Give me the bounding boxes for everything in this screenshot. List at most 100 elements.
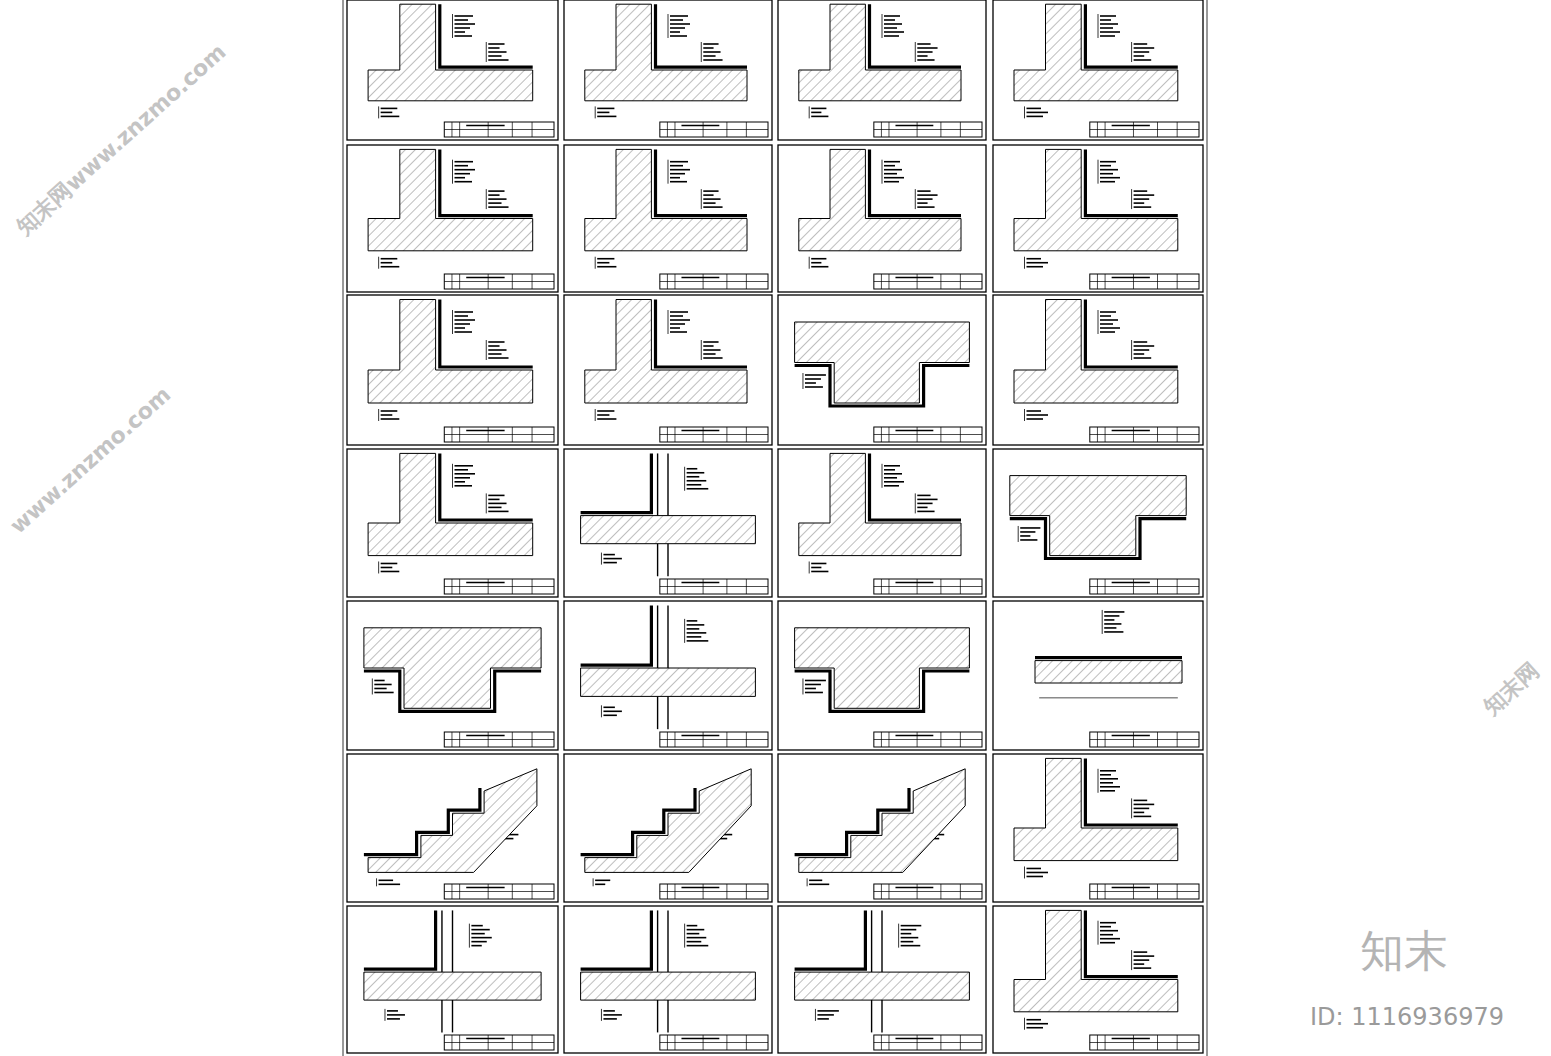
- title-mark: [1112, 735, 1150, 737]
- cad-line: [1105, 1035, 1106, 1050]
- cad-line: [444, 434, 554, 435]
- note-mark: [805, 684, 821, 686]
- cad-line: [444, 281, 554, 282]
- note-mark: [687, 480, 707, 482]
- waterproof-layer: [581, 453, 652, 512]
- cad-line: [1157, 274, 1158, 289]
- cad-line: [674, 579, 675, 594]
- title-mark: [895, 125, 933, 127]
- note-mark: [805, 382, 816, 384]
- detail-panel: [993, 754, 1203, 902]
- leader-line: [1024, 257, 1025, 269]
- note-mark: [917, 43, 930, 45]
- cad-line: [1177, 1035, 1178, 1050]
- note-mark: [1134, 808, 1150, 810]
- note-mark: [884, 481, 904, 483]
- note-mark: [455, 177, 466, 179]
- concrete-section: [799, 4, 961, 101]
- note-mark: [1100, 15, 1116, 17]
- note-mark: [597, 414, 609, 416]
- cad-line: [1090, 1042, 1199, 1043]
- cad-line: [917, 427, 918, 442]
- note-mark: [471, 925, 482, 927]
- detail-panel: [993, 906, 1203, 1053]
- title-mark: [466, 887, 504, 889]
- note-mark: [703, 194, 713, 196]
- panel-border: [993, 145, 1203, 292]
- leader-line: [1098, 310, 1099, 334]
- note-mark: [1020, 539, 1037, 541]
- waterproof-layer: [364, 788, 480, 855]
- note-mark: [1100, 942, 1115, 944]
- cad-line: [703, 427, 704, 442]
- leader-line: [1131, 340, 1132, 360]
- note-mark: [1027, 116, 1044, 118]
- title-mark: [681, 735, 719, 737]
- title-block: [660, 427, 768, 442]
- title-block: [1090, 427, 1199, 442]
- note-mark: [805, 386, 823, 388]
- panel-border: [564, 906, 772, 1053]
- note-mark: [1100, 782, 1113, 784]
- cad-line: [703, 884, 704, 899]
- note-mark: [670, 311, 688, 313]
- cad-line: [960, 732, 961, 747]
- panel-border: [564, 295, 772, 445]
- cad-line: [874, 586, 982, 587]
- note-mark: [1027, 266, 1044, 268]
- note-mark: [901, 925, 922, 927]
- note-mark: [703, 47, 713, 49]
- detail-panel: [564, 295, 772, 445]
- concrete-section: [1035, 661, 1182, 683]
- note-mark: [455, 165, 469, 167]
- concrete-section: [368, 149, 533, 250]
- title-block: [1090, 579, 1199, 594]
- panel-border: [778, 295, 986, 445]
- note-mark: [703, 190, 718, 192]
- note-mark: [455, 35, 473, 37]
- cad-line: [444, 891, 554, 892]
- note-mark: [805, 378, 821, 380]
- detail-panel: [778, 601, 986, 750]
- cad-line: [660, 281, 768, 282]
- cad-line: [917, 122, 918, 137]
- cad-line: [660, 586, 768, 587]
- note-mark: [670, 331, 687, 333]
- cad-line: [488, 274, 489, 289]
- cad-line: [746, 122, 747, 137]
- note-mark: [488, 503, 506, 505]
- note-mark: [471, 941, 486, 943]
- note-mark: [884, 485, 899, 487]
- note-mark: [687, 484, 702, 486]
- waterproof-layer: [581, 910, 652, 969]
- note-mark: [455, 311, 474, 313]
- title-mark: [466, 277, 504, 279]
- panel-border: [993, 295, 1203, 445]
- watermark: 知末网www.znzmo.com: [10, 38, 233, 243]
- concrete-section: [795, 628, 970, 709]
- cad-line: [1097, 1035, 1098, 1050]
- title-block: [444, 732, 554, 747]
- cad-line: [532, 732, 533, 747]
- title-block: [444, 884, 554, 899]
- leader-line: [601, 1009, 602, 1021]
- note-mark: [455, 473, 476, 475]
- note-mark: [455, 465, 474, 467]
- cad-line: [917, 274, 918, 289]
- note-mark: [597, 108, 614, 110]
- waterproof-layer: [795, 910, 866, 969]
- note-mark: [488, 202, 501, 204]
- note-mark: [1100, 27, 1113, 29]
- title-mark: [681, 277, 719, 279]
- cad-line: [1105, 579, 1106, 594]
- leader-line: [452, 310, 453, 334]
- note-mark: [703, 202, 715, 204]
- cad-line: [1090, 739, 1199, 740]
- leader-line: [452, 464, 453, 488]
- cad-line: [459, 579, 460, 594]
- leader-line: [898, 924, 899, 948]
- cad-line: [532, 427, 533, 442]
- cad-line: [488, 732, 489, 747]
- cad-line: [1133, 1035, 1134, 1050]
- concrete-section: [799, 453, 961, 555]
